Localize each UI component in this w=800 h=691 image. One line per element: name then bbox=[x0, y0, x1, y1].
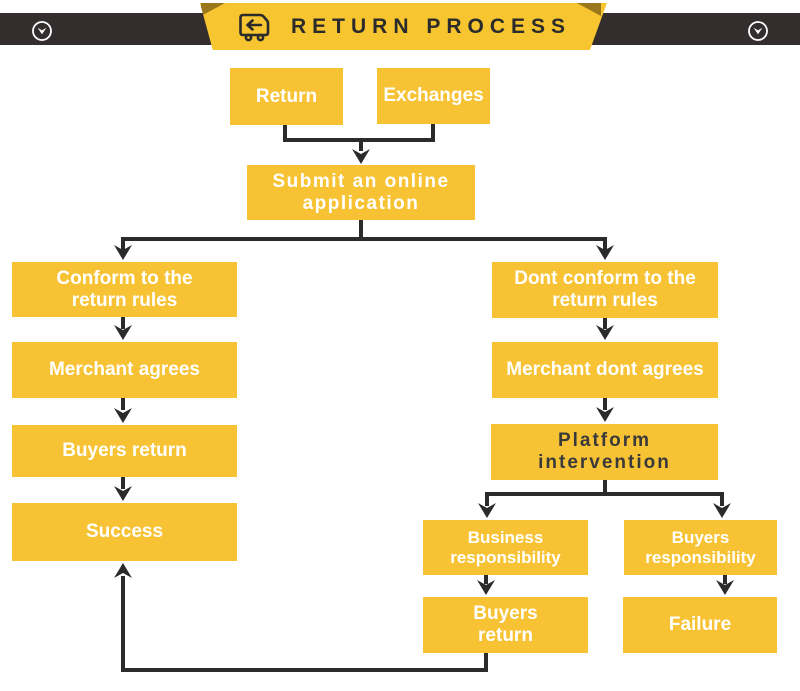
node-buyers-responsibility: Buyers responsibility bbox=[624, 520, 777, 575]
arrowhead-down bbox=[716, 580, 734, 595]
connector-line bbox=[121, 576, 488, 672]
page-title: RETURN PROCESS bbox=[290, 14, 572, 38]
node-buyers-return: Buyers return bbox=[12, 425, 237, 477]
scroll-down-button-left[interactable] bbox=[31, 20, 53, 42]
arrowhead-down bbox=[352, 149, 370, 164]
arrowhead-down bbox=[596, 325, 614, 340]
arrowhead-down bbox=[114, 486, 132, 501]
arrowhead-up bbox=[114, 563, 132, 578]
title-banner: RETURN PROCESS bbox=[199, 3, 607, 50]
arrowhead-down bbox=[478, 503, 496, 518]
arrowhead-down bbox=[114, 325, 132, 340]
node-dont-conform-rules: Dont conform to the return rules bbox=[492, 262, 718, 318]
node-business-responsibility: Business responsibility bbox=[423, 520, 588, 575]
arrowhead-down bbox=[596, 245, 614, 260]
scroll-down-button-right[interactable] bbox=[747, 20, 769, 42]
chevron-down-circle-icon bbox=[748, 21, 768, 41]
node-submit-application: Submit an online application bbox=[247, 165, 475, 220]
arrowhead-down bbox=[114, 408, 132, 423]
node-merchant-dont-agrees: Merchant dont agrees bbox=[492, 342, 718, 398]
connector-line bbox=[121, 237, 607, 250]
chevron-down-circle-icon bbox=[32, 21, 52, 41]
arrowhead-down bbox=[713, 503, 731, 518]
node-platform-intervention: Platform intervention bbox=[491, 424, 718, 480]
node-failure: Failure bbox=[623, 597, 777, 653]
node-buyers-return-2: Buyers return bbox=[423, 597, 588, 653]
arrowhead-down bbox=[114, 245, 132, 260]
node-return: Return bbox=[230, 68, 343, 125]
connector-line bbox=[283, 124, 435, 142]
connector-line bbox=[485, 492, 724, 506]
node-exchanges: Exchanges bbox=[377, 68, 490, 124]
node-merchant-agrees: Merchant agrees bbox=[12, 342, 237, 398]
arrowhead-down bbox=[477, 580, 495, 595]
node-conform-rules: Conform to the return rules bbox=[12, 262, 237, 317]
node-success: Success bbox=[12, 503, 237, 561]
return-truck-icon bbox=[239, 13, 270, 41]
arrowhead-down bbox=[596, 407, 614, 422]
